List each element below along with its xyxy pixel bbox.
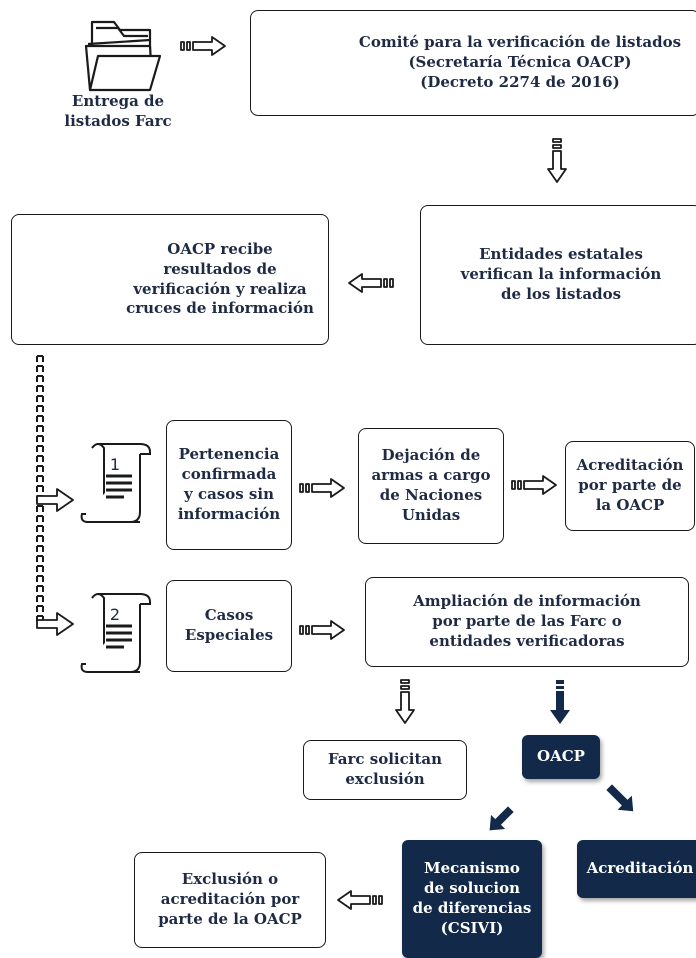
arrow-right-icon-branch-2 — [36, 612, 74, 636]
farc-exclusion-text: Farc solicitan exclusión — [327, 750, 443, 788]
start-label: Entrega de listados Farc — [64, 92, 172, 130]
arrow-down-solid-icon — [550, 680, 570, 724]
arrow-left-icon-2 — [337, 890, 383, 910]
entities-verify-box: Entidades estatales verifican la informa… — [420, 205, 696, 345]
document-scroll-icon-2 — [80, 593, 151, 673]
exclusion-accreditation-text: Exclusión o acreditación por parte de la… — [158, 870, 302, 928]
branch-number-2: 2 — [109, 605, 121, 624]
weapons-box: Dejación de armas a cargo de Naciones Un… — [358, 428, 504, 544]
committee-text: Comité para la verificación de listados … — [358, 33, 682, 91]
mechanism-box: Mecanismo de solucion de diferencias (CS… — [402, 840, 542, 958]
special-cases-text: Casos Especiales — [184, 606, 274, 644]
oacp-text: OACP — [537, 747, 585, 766]
oacp-receives-text: OACP recibe resultados de verificación y… — [126, 239, 314, 318]
arrow-down-right-solid-icon — [606, 784, 634, 812]
arrow-right-icon-2 — [299, 478, 345, 498]
arrow-down-icon-2 — [395, 679, 415, 724]
oacp-receives-box: OACP recibe resultados de verificación y… — [11, 214, 329, 345]
weapons-text: Dejación de armas a cargo de Naciones Un… — [371, 446, 491, 524]
more-info-text: Ampliación de información por parte de l… — [413, 592, 641, 650]
mechanism-text: Mecanismo de solucion de diferencias (CS… — [412, 859, 532, 937]
dashed-connector — [36, 355, 44, 622]
arrow-left-icon-1 — [348, 273, 394, 293]
special-cases-box: Casos Especiales — [166, 580, 292, 672]
accreditation-text: Acreditación — [586, 859, 694, 878]
arrow-down-icon-1 — [547, 138, 567, 183]
oacp-box: OACP — [522, 735, 600, 779]
accreditation-box: Acreditación — [577, 840, 696, 898]
accreditation-oacp-text: Acreditación por parte de la OACP — [576, 456, 684, 514]
document-scroll-icon-1 — [80, 443, 151, 523]
arrow-down-left-solid-icon — [489, 806, 514, 831]
committee-box: Comité para la verificación de listados … — [250, 10, 696, 116]
accreditation-oacp-box: Acreditación por parte de la OACP — [565, 441, 695, 531]
farc-exclusion-box: Farc solicitan exclusión — [303, 740, 467, 800]
more-info-box: Ampliación de información por parte de l… — [365, 577, 689, 667]
arrow-right-icon-4 — [299, 620, 345, 640]
branch-number-1: 1 — [109, 455, 121, 474]
arrow-right-icon-branch-1 — [36, 488, 74, 512]
membership-text: Pertenencia confirmada y casos sin infor… — [177, 445, 281, 523]
exclusion-accreditation-box: Exclusión o acreditación por parte de la… — [134, 852, 326, 948]
membership-box: Pertenencia confirmada y casos sin infor… — [166, 420, 292, 550]
arrow-right-icon-1 — [180, 36, 226, 56]
folder-icon — [84, 20, 162, 92]
entities-verify-text: Entidades estatales verifican la informa… — [460, 245, 662, 303]
arrow-right-icon-3 — [511, 475, 557, 495]
